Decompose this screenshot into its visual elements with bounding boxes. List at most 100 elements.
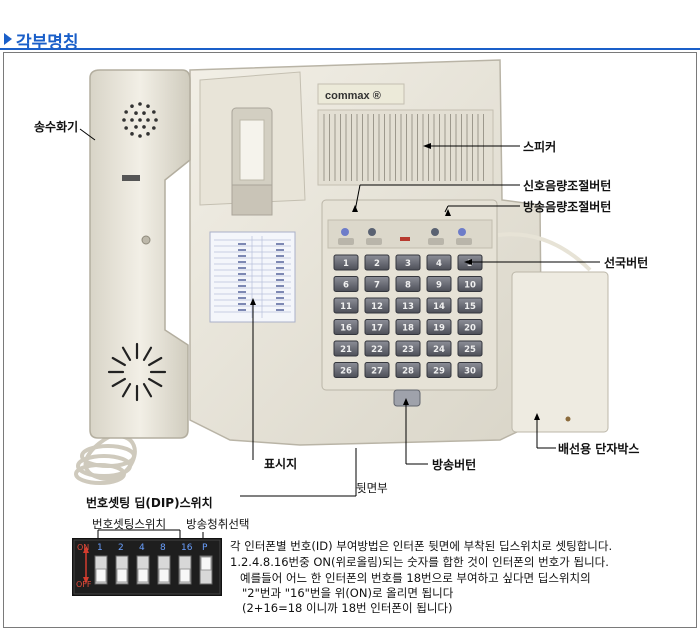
select-key[interactable]: 22 [364,340,390,357]
dip-number-label: P [202,543,208,553]
content-frame [3,52,697,628]
coiled-cord [74,426,137,485]
select-key[interactable]: 1 [333,254,359,271]
dip-off-label: OFF [76,580,92,589]
earpiece-holes [122,102,158,138]
select-key-label: 25 [464,345,476,355]
wiring-box [497,232,609,433]
select-key[interactable]: 30 [457,362,483,378]
select-key[interactable]: 3 [395,254,421,271]
dip-number-label: 4 [139,543,145,553]
dip-number-label: 1 [97,543,103,553]
select-key[interactable]: 16 [333,319,359,335]
select-key-label: 6 [343,281,349,291]
select-key-label: 24 [433,345,445,355]
select-key[interactable]: 12 [364,297,390,314]
call-volume-knob [341,228,349,236]
dip-on-label: ON [77,543,90,552]
dip-switches [94,555,213,585]
label-handset: 송수화기 [34,120,79,134]
handset [89,69,191,439]
select-key[interactable]: 13 [395,297,421,314]
select-key-label: 14 [433,302,445,312]
dip-number-label: 2 [118,543,124,553]
select-key[interactable]: 8 [395,276,421,292]
callout-arrowheads [250,143,540,420]
select-key[interactable]: 26 [333,362,359,378]
select-key-label: 29 [433,367,445,377]
select-key[interactable]: 14 [426,297,452,314]
description-line-2: 1.2.4.8.16번중 ON(위로올림)되는 숫자를 합한 것이 인터폰의 번… [230,555,609,569]
select-key-label: 3 [405,259,411,269]
select-key[interactable]: 6 [333,276,359,292]
select-key-label: 28 [402,367,414,377]
select-key-label: 4 [436,259,442,269]
label-wiring-box: 배선용 단자박스 [558,442,640,456]
section-header: 각부명칭 [0,0,700,53]
label-select-button: 선국버턴 [604,256,649,270]
select-key-label: 12 [371,302,383,312]
select-key-label: 8 [405,281,411,291]
select-key[interactable]: 20 [457,319,483,335]
label-speaker: 스피커 [523,140,557,154]
mouthpiece-slots [107,342,167,402]
label-broadcast-volume: 방송음량조절버턴 [523,200,612,214]
label-broadcast-button: 방송버턴 [432,458,477,472]
select-key[interactable]: 24 [426,340,452,357]
label-broadcast-cancel: 방송청취선택 [186,517,250,531]
select-key[interactable]: 11 [333,297,359,314]
select-key-label: 9 [436,281,442,291]
description-line-1: 각 인터폰별 번호(ID) 부여방법은 인터폰 뒷면에 부착된 딥스위치로 셋팅… [230,539,613,553]
select-key-label: 26 [340,367,352,377]
label-dip-switch: 번호셋팅 딥(DIP)스위치 [86,496,213,510]
label-call-volume: 신호음량조절버턴 [523,179,612,193]
select-key-label: 1 [343,259,349,269]
select-key-label: 21 [340,345,352,355]
status-led [400,237,410,241]
select-key[interactable]: 29 [426,362,452,378]
select-key[interactable]: 7 [364,276,390,292]
select-key-label: 30 [464,367,476,377]
select-key[interactable]: 17 [364,319,390,335]
select-key-label: 19 [433,324,445,334]
select-key-label: 23 [402,345,414,355]
select-key[interactable]: 4 [426,254,452,271]
callout-lines [79,128,600,497]
volume-knobs [338,228,472,245]
select-key[interactable]: 27 [364,362,390,378]
select-key[interactable]: 19 [426,319,452,335]
select-keypad: 1234567891011121314151617181920212223242… [333,254,483,378]
select-key[interactable]: 28 [395,362,421,378]
select-key-label: 10 [464,281,476,291]
select-key-label: 2 [374,259,380,269]
label-id-setting-switch: 번호셋팅스위치 [92,517,167,531]
select-key-label: 27 [371,367,383,377]
broadcast-volume-knob [458,228,466,236]
header-divider [0,48,700,50]
description-line-3: 예를들어 어느 한 인터폰의 번호를 18번으로 부여하고 싶다면 딥스위치의 [240,571,591,585]
select-key-label: 20 [464,324,476,334]
handset-cradle [231,107,273,216]
select-key-label: 22 [371,345,383,355]
label-display: 표시지 [264,457,298,471]
select-key-label: 13 [402,302,414,312]
select-key[interactable]: 15 [457,297,483,314]
description-line-4: "2"번과 "16"번을 위(ON)로 올리면 됩니다 [242,586,454,600]
select-key-label: 11 [340,302,352,312]
select-key[interactable]: 23 [395,340,421,357]
dip-number-label: 16 [181,543,193,553]
speaker-grille [317,109,494,186]
broadcast-button-key [393,389,421,407]
select-key-label: 7 [374,281,380,291]
select-key-label: 16 [340,324,352,334]
select-key[interactable]: 9 [426,276,452,292]
select-key[interactable]: 18 [395,319,421,335]
select-key-label: 15 [464,302,476,312]
brand-plate [317,83,405,105]
select-key[interactable]: 25 [457,340,483,357]
select-key[interactable]: 10 [457,276,483,292]
select-key[interactable]: 21 [333,340,359,357]
triangle-bullet-icon [4,33,12,45]
select-key[interactable]: 2 [364,254,390,271]
